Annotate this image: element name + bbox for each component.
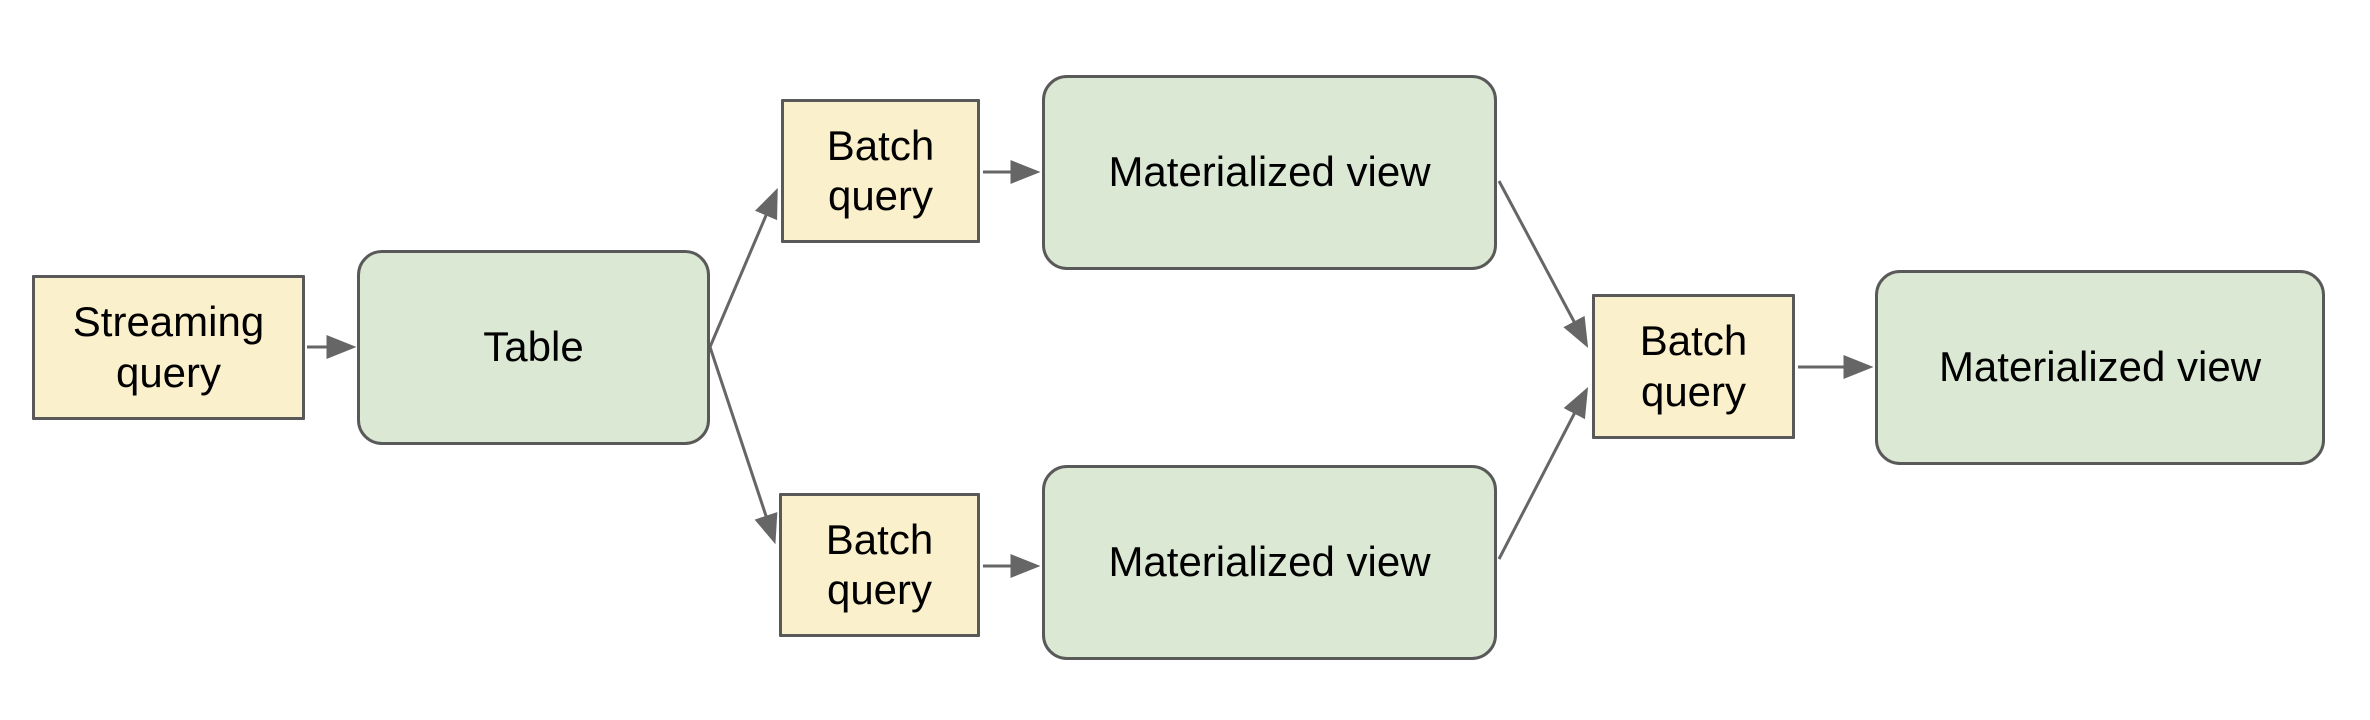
node-batch-query-right-label: Batch query	[1639, 317, 1748, 415]
node-batch-query-top: Batch query	[781, 99, 980, 243]
node-materialized-view-top: Materialized view	[1042, 75, 1497, 270]
node-materialized-view-top-label: Materialized view	[1108, 148, 1431, 196]
node-materialized-view-bottom-label: Materialized view	[1108, 538, 1431, 586]
node-batch-query-bottom: Batch query	[779, 493, 980, 637]
node-materialized-view-final: Materialized view	[1875, 270, 2325, 465]
node-materialized-view-final-label: Materialized view	[1938, 343, 2262, 391]
node-streaming-query-label: Streaming query	[72, 298, 265, 396]
node-materialized-view-bottom: Materialized view	[1042, 465, 1497, 660]
edge-materialized-view-top-to-batch-query-right	[1497, 180, 1589, 348]
node-batch-query-top-label: Batch query	[826, 121, 935, 219]
edge-materialized-view-bottom-to-batch-query-right	[1497, 387, 1589, 560]
edge-table-to-batch-query-bottom	[708, 346, 778, 545]
node-streaming-query: Streaming query	[32, 275, 305, 420]
node-batch-query-bottom-label: Batch query	[825, 515, 934, 613]
node-batch-query-right: Batch query	[1592, 294, 1795, 439]
node-table-label: Table	[483, 323, 584, 371]
node-table: Table	[357, 250, 710, 445]
edge-table-to-batch-query-top	[708, 187, 778, 348]
